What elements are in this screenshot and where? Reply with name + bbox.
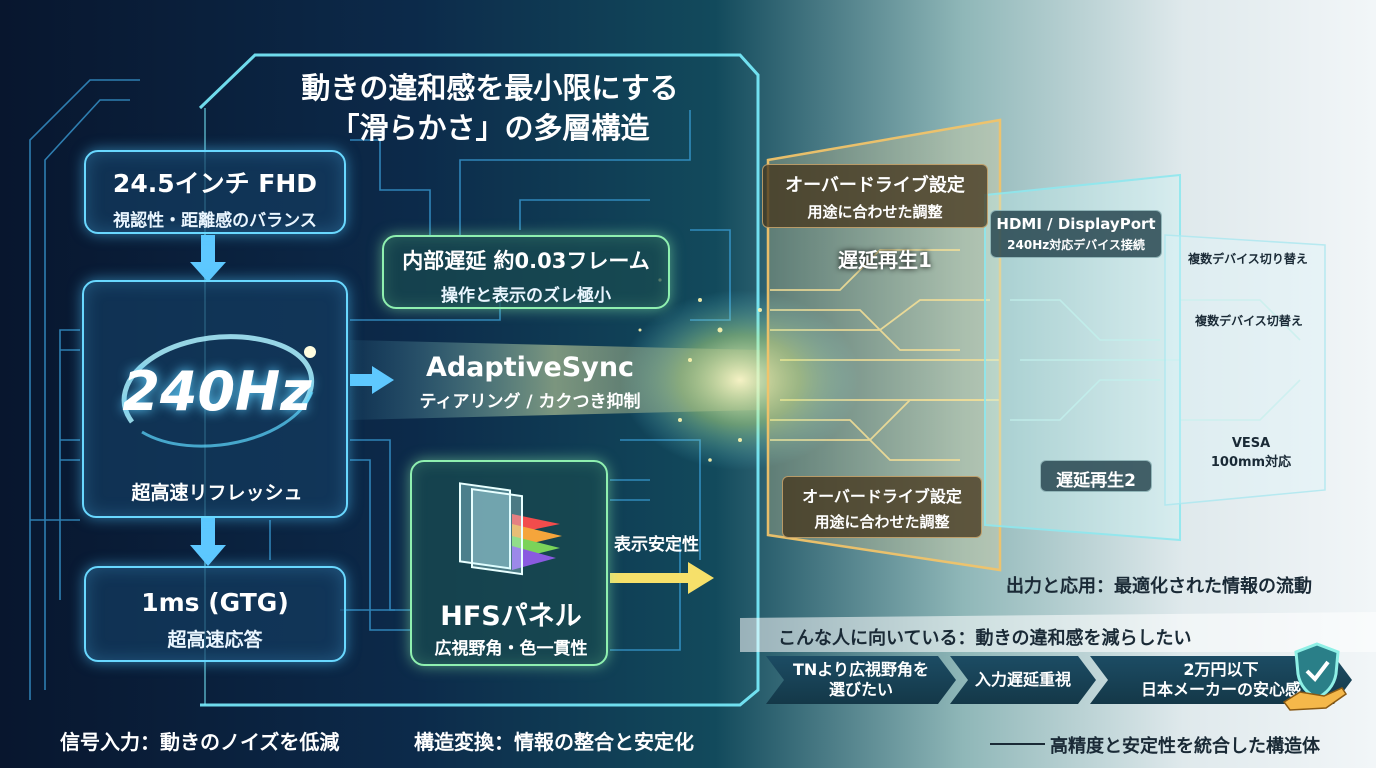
panel-subtitle: 広視野角・色一貫性 (434, 639, 588, 659)
panel-box: HFSパネル 広視野角・色一貫性 (410, 460, 608, 666)
overdrive-top-title: オーバードライブ設定 (785, 175, 965, 196)
adaptive-sync-block: AdaptiveSync ティアリング / カクつき抑制 (400, 352, 660, 412)
display-size-box: 24.5インチ FHD 視認性・距離感のバランス (84, 150, 346, 234)
section-input-label: 信号入力：動きのノイズを低減 (60, 730, 340, 754)
target-heading: こんな人に向いている：動きの違和感を減らしたい (778, 628, 1192, 649)
playback2-box: 遅延再生2 (1040, 460, 1152, 492)
latency-box: 内部遅延 約0.03フレーム 操作と表示のズレ極小 (382, 235, 670, 309)
refresh-rate-box: 240Hz 超高速リフレッシュ (82, 280, 348, 518)
adaptive-sync-subtitle: ティアリング / カクつき抑制 (419, 392, 641, 412)
overdrive-top-subtitle: 用途に合わせた調整 (807, 203, 943, 221)
display-size-title: 24.5インチ FHD (112, 169, 318, 198)
swoosh-ring-icon (121, 334, 316, 448)
switch1-label: 複数デバイス切り替え (1188, 252, 1308, 266)
target-item-3-text: 2万円以下 日本メーカーの安心感 (1140, 660, 1301, 699)
title-line2: 「滑らかさ」の多層構造 (330, 111, 650, 145)
title-line1: 動きの違和感を最小限にする (301, 71, 679, 105)
section-integrated-label: 高精度と安定性を統合した構造体 (1050, 736, 1320, 757)
vesa-label: VESA 100mm対応 (1206, 436, 1296, 470)
panel-layers-icon (459, 482, 562, 576)
response-time-box: 1ms (GTG) 超高速応答 (84, 566, 346, 662)
refresh-rate-subtitle: 超高速リフレッシュ (131, 482, 303, 504)
adaptive-sync-title: AdaptiveSync (425, 352, 635, 383)
connect-box: HDMI / DisplayPort 240Hz対応デバイス接続 (990, 210, 1162, 258)
target-item-1: TNより広視野角を 選びたい (766, 656, 956, 704)
latency-title: 内部遅延 約0.03フレーム (402, 249, 650, 273)
vesa-line2: 100mm対応 (1210, 455, 1292, 470)
playback2-label: 遅延再生2 (1056, 471, 1136, 491)
refresh-rate-value: 240Hz (122, 360, 312, 423)
playback1-label: 遅延再生1 (838, 248, 932, 272)
vesa-line1: VESA (1231, 436, 1271, 451)
panel-title: HFSパネル (440, 601, 582, 632)
target-item-1-text: TNより広視野角を 選びたい (793, 660, 929, 699)
overdrive-bottom-title: オーバードライブ設定 (802, 487, 962, 506)
response-time-subtitle: 超高速応答 (167, 629, 263, 651)
diagram-title: 動きの違和感を最小限にする 「滑らかさ」の多層構造 (240, 68, 740, 148)
connect-title: HDMI / DisplayPort (996, 215, 1156, 233)
response-time-title: 1ms (GTG) (141, 588, 289, 617)
overdrive-top-box: オーバードライブ設定 用途に合わせた調整 (762, 164, 988, 228)
section-output-label: 出力と応用：最適化された情報の流動 (1006, 576, 1312, 597)
switch2-label: 複数デバイス切替え (1195, 314, 1303, 328)
target-item-2-text: 入力遅延重視 (974, 670, 1071, 689)
section-transform-label: 構造変換：情報の整合と安定化 (414, 730, 694, 754)
target-item-2: 入力遅延重視 (950, 656, 1096, 704)
display-size-subtitle: 視認性・距離感のバランス (113, 211, 317, 231)
connect-subtitle: 240Hz対応デバイス接続 (1007, 238, 1145, 252)
latency-subtitle: 操作と表示のズレ極小 (441, 286, 611, 306)
overdrive-bottom-subtitle: 用途に合わせた調整 (814, 513, 950, 531)
hand-icon (1282, 687, 1348, 711)
overdrive-bottom-box: オーバードライブ設定 用途に合わせた調整 (782, 476, 982, 538)
stability-label: 表示安定性 (614, 535, 699, 555)
